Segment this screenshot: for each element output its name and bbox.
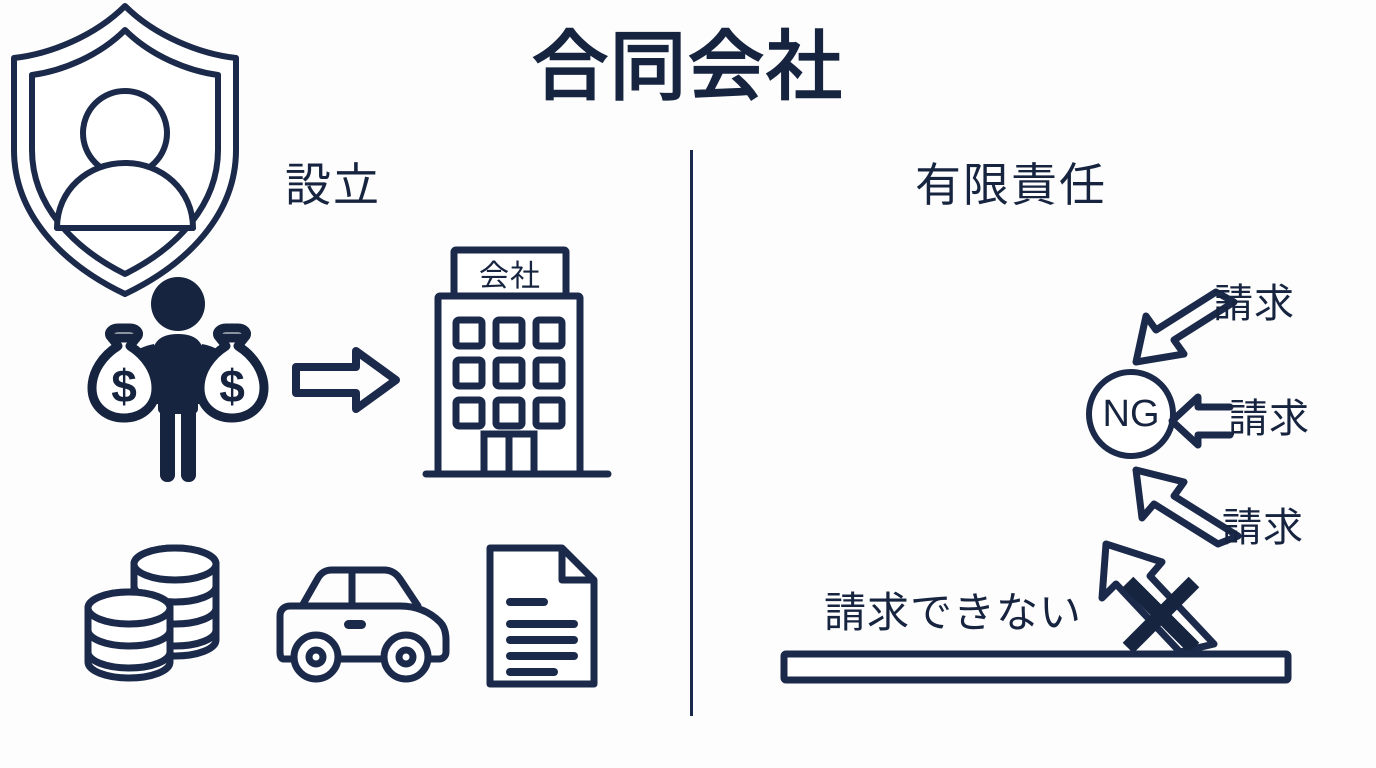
shield-with-person-icon [0, 0, 250, 300]
svg-text:$: $ [111, 360, 137, 412]
section-heading-establishment: 設立 [285, 159, 381, 211]
car-icon [272, 560, 452, 684]
claim-label-3: 請求 [1222, 506, 1304, 550]
ng-badge-label: NG [1102, 392, 1160, 435]
ng-badge-icon: NG [1084, 367, 1178, 461]
section-heading-limited-liability: 有限責任 [915, 159, 1107, 211]
document-icon [482, 540, 602, 692]
ground-bar-icon [780, 650, 1292, 686]
arrow-up-left-crossed-icon [1086, 512, 1246, 670]
coin-stacks-icon [82, 542, 240, 692]
arrow-down-left-outline-icon [1130, 288, 1240, 368]
claim-label-2: 請求 [1228, 397, 1310, 441]
building-sign-label: 会社 [479, 260, 541, 293]
x-mark-icon [1118, 572, 1204, 658]
arrow-right-outline-icon [292, 345, 402, 415]
arrow-left-outline-icon [1168, 393, 1234, 449]
arrow-up-left-outline-icon [1128, 460, 1244, 548]
office-building-icon: 会社 [422, 246, 612, 490]
claim-label-1: 請求 [1213, 282, 1295, 326]
person-with-money-bags-icon: $ $ [72, 272, 284, 492]
page-title: 合同会社 [532, 25, 844, 110]
money-bag-right: $ [195, 323, 269, 423]
svg-text:$: $ [219, 360, 245, 412]
money-bag-left: $ [87, 323, 161, 423]
panel-divider [690, 150, 693, 716]
no-claim-label: 請求できない [824, 589, 1083, 636]
